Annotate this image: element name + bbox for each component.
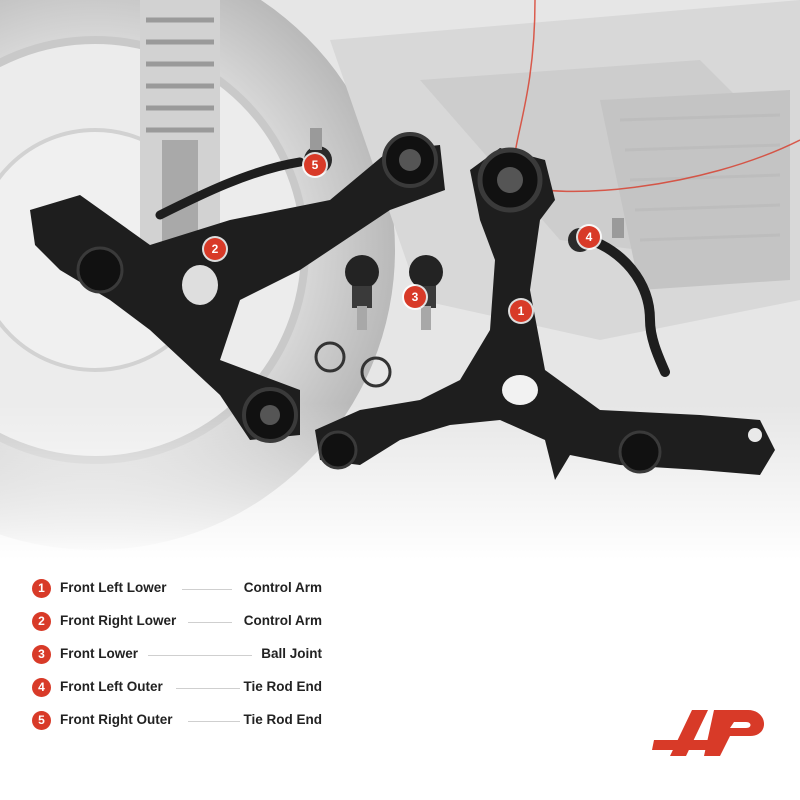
legend-number-badge: 3: [32, 645, 51, 664]
control-arm-right: [30, 132, 445, 443]
callout-badge-4: 4: [578, 226, 600, 248]
callout-badge-5: 5: [304, 154, 326, 176]
callout-badge-2: 2: [204, 238, 226, 260]
legend-part-name: Tie Rod End: [243, 712, 322, 727]
legend-position: Front Right Lower: [60, 613, 177, 628]
parts-legend: 1 Front Left Lower Control Arm 2 Front R…: [32, 576, 332, 741]
legend-leader-line: [176, 688, 240, 689]
legend-part-name: Ball Joint: [261, 646, 322, 661]
legend-position: Front Right Outer: [60, 712, 173, 727]
legend-row: 5 Front Right Outer Tie Rod End: [32, 708, 332, 741]
legend-position: Front Left Outer: [60, 679, 163, 694]
legend-part-name: Tie Rod End: [243, 679, 322, 694]
legend-position: Front Left Lower: [60, 580, 167, 595]
legend-row: 3 Front Lower Ball Joint: [32, 642, 332, 675]
callout-badge-1: 1: [510, 300, 532, 322]
callout-badge-3: 3: [404, 286, 426, 308]
legend-row: 2 Front Right Lower Control Arm: [32, 609, 332, 642]
legend-leader-line: [188, 622, 232, 623]
legend-number-badge: 2: [32, 612, 51, 631]
legend-leader-line: [188, 721, 240, 722]
suspension-parts-photo: [0, 0, 800, 560]
brand-logo-icon: [652, 710, 765, 756]
legend-row: 1 Front Left Lower Control Arm: [32, 576, 332, 609]
legend-number-badge: 5: [32, 711, 51, 730]
legend-number-badge: 4: [32, 678, 51, 697]
legend-part-name: Control Arm: [243, 613, 322, 628]
legend-leader-line: [182, 589, 232, 590]
legend-part-name: Control Arm: [243, 580, 322, 595]
legend-leader-line: [148, 655, 252, 656]
control-arm-left: [315, 147, 775, 480]
legend-row: 4 Front Left Outer Tie Rod End: [32, 675, 332, 708]
legend-position: Front Lower: [60, 646, 138, 661]
legend-number-badge: 1: [32, 579, 51, 598]
